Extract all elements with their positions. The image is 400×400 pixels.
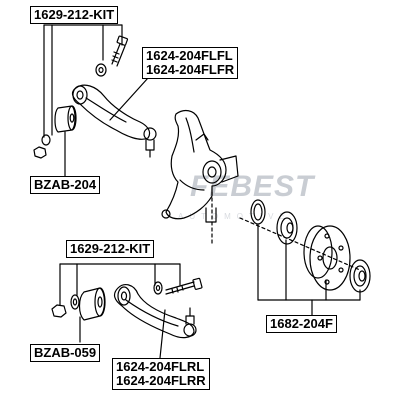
upper-bushing-part — [54, 105, 77, 133]
leader-upper-arm — [109, 77, 149, 121]
leader-lines — [43, 24, 361, 359]
lower-washer-2 — [153, 281, 163, 295]
upper-washer — [95, 63, 107, 77]
upper-nut — [33, 146, 47, 159]
lower-bolt — [165, 277, 203, 295]
hub-axis-dashed — [239, 217, 361, 271]
label-lower-arm-left: 1624-204FLRL — [116, 359, 205, 374]
label-lower-kit[interactable]: 1629-212-KIT — [66, 240, 155, 258]
leader-lower-arm — [159, 309, 166, 359]
wheel-hub — [303, 225, 351, 291]
upper-washer-2 — [41, 134, 51, 146]
label-lower-bushing[interactable]: BZAB-059 — [30, 344, 101, 362]
upper-control-arm — [71, 84, 157, 158]
brand-watermark-tagline: AUTOMOTIVE — [178, 212, 291, 221]
inner-bearing — [276, 211, 298, 245]
label-upper-bushing[interactable]: BZAB-204 — [30, 176, 101, 194]
label-upper-kit[interactable]: 1629-212-KIT — [30, 6, 119, 24]
hub-bearing-parts — [250, 199, 371, 293]
lower-bushing-part — [78, 287, 106, 321]
upper-kit-parts — [33, 35, 129, 159]
steering-knuckle — [161, 109, 239, 223]
upper-bolt — [111, 35, 129, 67]
outer-bearing — [349, 259, 371, 293]
lower-nut — [51, 304, 67, 318]
label-hub-bearing[interactable]: 1682-204F — [266, 315, 337, 333]
lower-control-arm — [113, 284, 197, 339]
label-upper-arm-left: 1624-204FLFL — [146, 48, 233, 63]
label-upper-arm-right: 1624-204FLFR — [146, 62, 235, 77]
seal-ring — [250, 199, 266, 225]
label-lower-arm[interactable]: 1624-204FLRL 1624-204FLRR — [112, 358, 210, 390]
label-upper-arm[interactable]: 1624-204FLFL 1624-204FLFR — [142, 47, 239, 79]
lower-kit-parts — [51, 277, 203, 321]
label-lower-arm-right: 1624-204FLRR — [116, 373, 206, 388]
lower-washer — [70, 294, 80, 310]
